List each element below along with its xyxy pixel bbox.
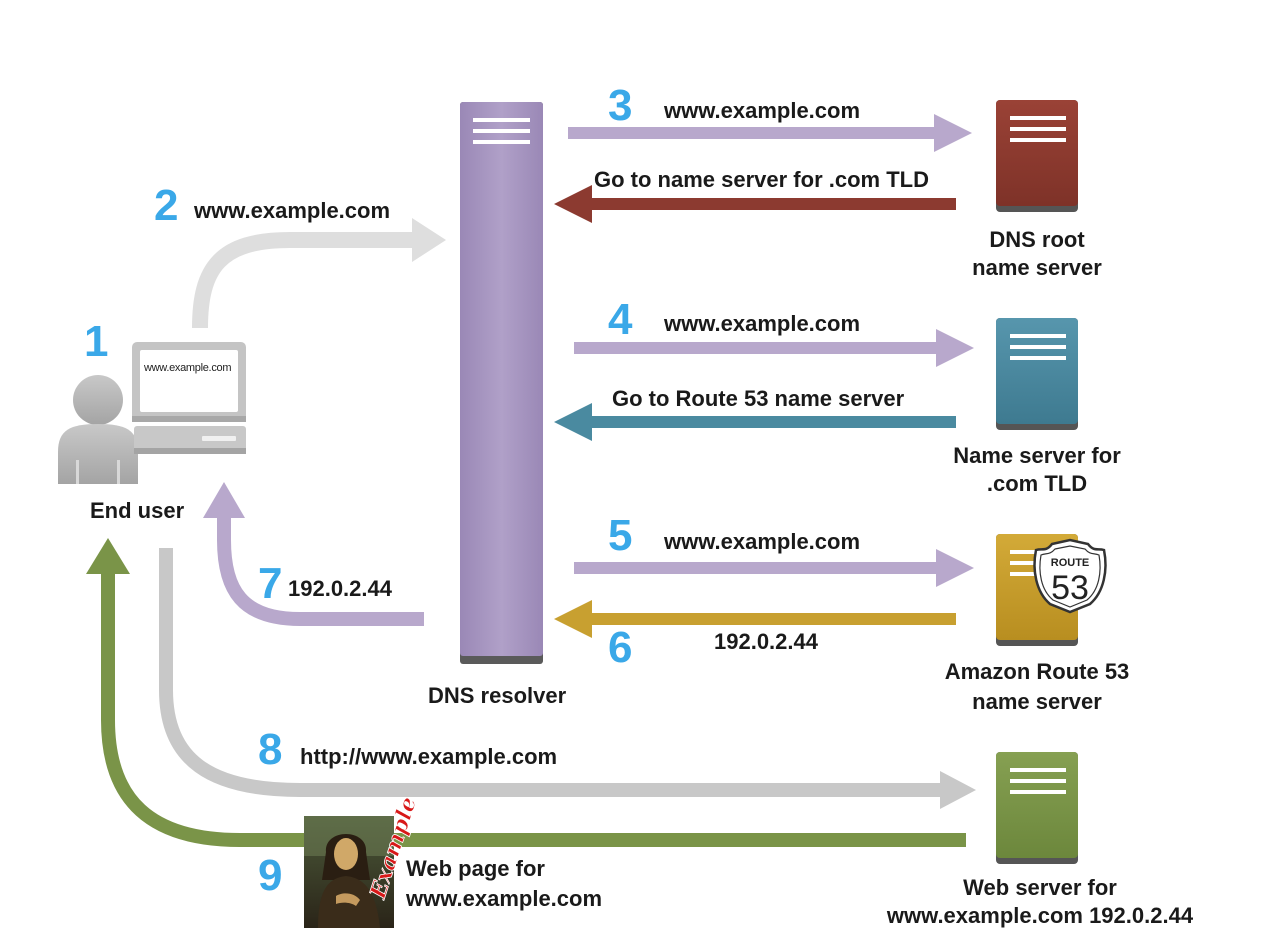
step6-arrow <box>554 600 956 638</box>
webpage-caption-line2: www.example.com <box>406 886 603 911</box>
tld-reply-arrow <box>554 403 956 441</box>
step-number-9: 9 <box>258 851 283 900</box>
server-icon <box>1010 768 1066 794</box>
person-icon <box>58 375 138 484</box>
route53-label-line1: Amazon Route 53 <box>944 659 1130 684</box>
dns-root-label-line1: DNS root <box>989 227 1085 252</box>
route53-badge-number: 53 <box>1051 569 1089 607</box>
step5-arrow <box>574 549 974 587</box>
step2-label: www.example.com <box>194 198 391 223</box>
web-server-label-line2: www.example.com 192.0.2.44 <box>886 903 1194 928</box>
step6-label: 192.0.2.44 <box>714 629 818 654</box>
tld-reply-label: Go to Route 53 name server <box>612 386 905 411</box>
step3-arrow <box>568 114 972 152</box>
step3-label: www.example.com <box>664 98 861 123</box>
server-icon <box>473 118 530 144</box>
route53-badge-top: ROUTE <box>1051 557 1090 569</box>
root-reply-label: Go to name server for .com TLD <box>594 167 929 192</box>
browser-screen-url: www.example.com <box>144 362 232 374</box>
tld-label-line2: .com TLD <box>986 471 1088 496</box>
webpage-caption-line1: Web page for <box>406 856 545 881</box>
dns-resolver-label: DNS resolver <box>428 683 567 708</box>
step-number-3: 3 <box>608 81 633 130</box>
route53-name-server: ROUTE 53 <box>996 534 1107 646</box>
tld-name-server <box>996 318 1078 430</box>
step-number-4: 4 <box>608 295 633 344</box>
tld-label-line1: Name server for <box>953 443 1121 468</box>
dns-root-server <box>996 100 1078 212</box>
step8-arrow <box>159 548 976 809</box>
step7-arrow <box>203 482 424 626</box>
route53-shield-icon: ROUTE 53 <box>1033 538 1107 614</box>
step4-arrow <box>574 329 974 367</box>
step-number-5: 5 <box>608 511 633 560</box>
step8-label: http://www.example.com <box>300 744 558 769</box>
web-server-label-line1: Web server for <box>963 875 1117 900</box>
step2-arrow <box>192 218 446 329</box>
server-icon <box>1010 116 1066 142</box>
route53-label-line2: name server <box>972 689 1102 714</box>
step-number-8: 8 <box>258 725 283 774</box>
step7-label: 192.0.2.44 <box>288 576 392 601</box>
dns-resolver-node <box>460 102 543 664</box>
mona-lisa-thumbnail: Example <box>304 793 423 928</box>
server-icon <box>1010 334 1066 360</box>
root-reply-arrow <box>554 185 956 223</box>
dns-root-label-line2: name server <box>972 255 1102 280</box>
web-server <box>996 752 1078 864</box>
step-number-2: 2 <box>154 181 179 230</box>
step4-label: www.example.com <box>664 311 861 336</box>
step-number-1: 1 <box>84 317 109 366</box>
computer-icon <box>132 342 246 454</box>
step9-arrow <box>86 538 966 847</box>
step-number-6: 6 <box>608 623 633 672</box>
step5-label: www.example.com <box>664 529 861 554</box>
step-number-7: 7 <box>258 559 283 608</box>
end-user-label: End user <box>90 498 185 523</box>
